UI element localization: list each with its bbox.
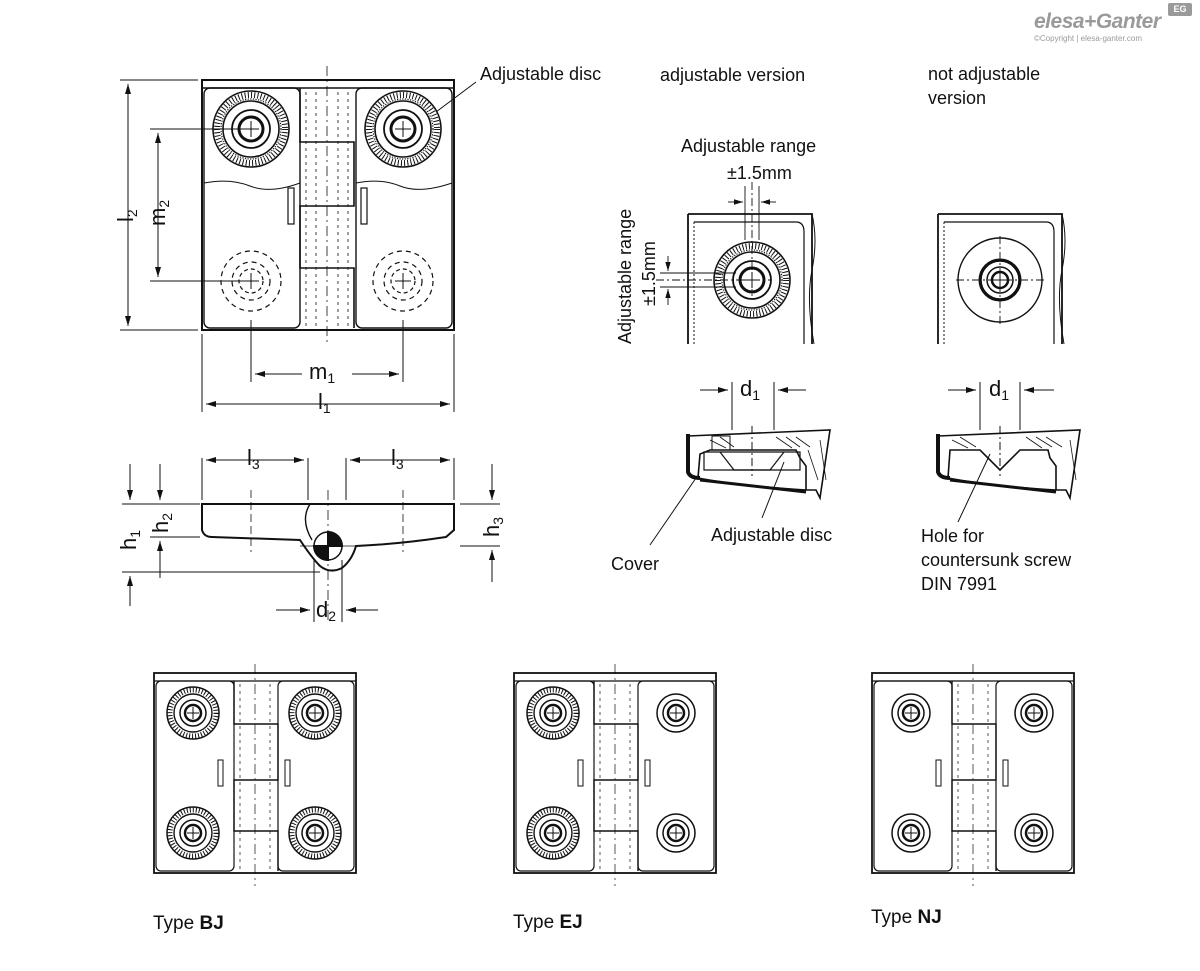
hole-label-line3: DIN 7991	[921, 574, 998, 594]
not-adjustable-label-line2: version	[928, 88, 987, 108]
adjustable-disc-label-bottom: Adjustable disc	[711, 525, 833, 545]
type-ej-view	[513, 664, 717, 886]
type-nj-view	[871, 664, 1075, 886]
dim-l1: l1	[318, 389, 331, 417]
type-ej-label: Type EJ	[513, 912, 583, 933]
cover-label: Cover	[611, 554, 660, 574]
adjustable-range-horizontal-value: ±1.5mm	[727, 163, 792, 183]
adjustable-disc-label-top: Adjustable disc	[480, 64, 602, 84]
hole-label-line2: countersunk screw	[921, 550, 1072, 570]
main-hinge-top-view	[201, 66, 455, 345]
adjustable-version-label: adjustable version	[660, 65, 806, 85]
adjustable-range-vertical-label: Adjustable range	[615, 208, 635, 344]
brand-copyright: ©Copyright | elesa-ganter.com	[1034, 34, 1143, 43]
not-adjustable-label-line1: not adjustable	[928, 64, 1041, 84]
brand-badge: EG	[1168, 3, 1192, 16]
side-view	[201, 490, 455, 622]
dim-d2: d2	[316, 597, 337, 625]
adjustable-detail	[687, 213, 816, 345]
dim-d1-not-adjustable: d1	[989, 376, 1010, 404]
dim-l3-left: l3	[247, 445, 260, 473]
dim-h2: h2	[148, 512, 175, 533]
adjustable-section	[686, 429, 831, 501]
dim-l3-right: l3	[391, 445, 404, 473]
hole-label-line1: Hole for	[921, 526, 985, 546]
not-adjustable-detail	[937, 213, 1066, 345]
adjustable-range-vertical-value: ±1.5mm	[639, 241, 659, 306]
dim-h3: h3	[479, 516, 506, 537]
adjustable-range-horizontal-label: Adjustable range	[681, 136, 817, 156]
dim-m2: m2	[145, 199, 172, 226]
not-adjustable-section	[936, 429, 1081, 501]
type-bj-view	[153, 664, 357, 886]
brand-logo: elesa+Ganter	[1034, 10, 1161, 33]
dim-h1: h1	[116, 529, 143, 550]
type-nj-label: Type NJ	[871, 907, 942, 928]
type-bj-label: Type BJ	[153, 913, 224, 934]
dim-m1: m1	[309, 359, 336, 387]
dim-d1-adjustable: d1	[740, 376, 761, 404]
dim-l2: l2	[113, 209, 140, 222]
